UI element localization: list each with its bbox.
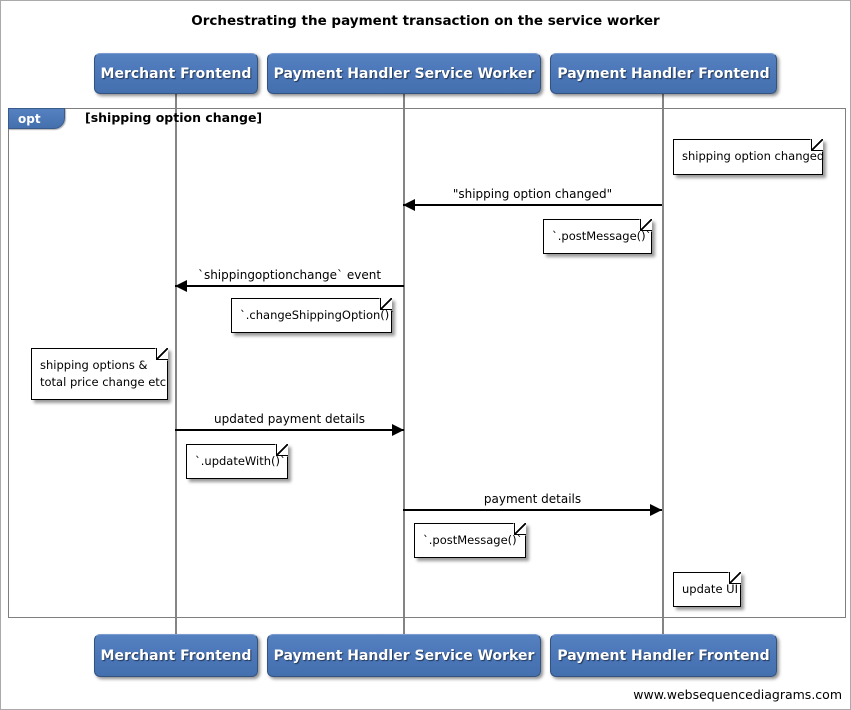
actor-label: Merchant Frontend [100, 647, 252, 664]
lifeline-service-worker [403, 94, 405, 634]
arrowhead-left-icon [175, 280, 187, 292]
note-changeshippingoption: `.changeShippingOption()` [231, 298, 395, 333]
note-postmessage-1: `.postMessage()` [543, 219, 652, 254]
arrowhead-right-icon [650, 504, 662, 516]
message-label: "shipping option changed" [452, 187, 613, 201]
note-postmessage-2: `.postMessage()` [414, 523, 526, 558]
message-payment-details: payment details [403, 491, 662, 516]
opt-operator-tag: opt [8, 108, 65, 129]
watermark: www.websequencediagrams.com [633, 687, 842, 702]
note-text: shipping option changed [682, 149, 825, 164]
arrow-line [175, 424, 404, 436]
opt-operator-label: opt [18, 111, 41, 126]
diagram-title: Orchestrating the payment transaction on… [191, 13, 660, 29]
note-text: update UI [682, 581, 738, 596]
arrow-line [403, 504, 662, 516]
actor-box-frontend-top: Payment Handler Frontend [550, 53, 777, 94]
message-updated-payment-details: updated payment details [175, 411, 404, 436]
note-text: `.updateWith()` [195, 453, 286, 468]
note-text-line1: shipping options & [40, 357, 148, 372]
actor-label: Payment Handler Frontend [557, 65, 770, 82]
actor-label: Payment Handler Service Worker [273, 65, 535, 82]
actor-label: Payment Handler Service Worker [273, 647, 535, 664]
actor-label: Payment Handler Frontend [557, 647, 770, 664]
note-shipping-option-changed: shipping option changed [673, 139, 825, 175]
opt-fragment-frame [8, 108, 846, 618]
actor-box-frontend-bottom: Payment Handler Frontend [550, 634, 777, 677]
actor-box-service-worker-bottom: Payment Handler Service Worker [267, 634, 541, 677]
arrowhead-left-icon [403, 199, 415, 211]
message-label: updated payment details [214, 412, 365, 426]
note-text: `.postMessage()` [552, 228, 652, 243]
lifeline-merchant [175, 94, 177, 634]
arrow-line [403, 199, 662, 211]
arrow-line [175, 280, 404, 292]
message-shipping-option-changed: "shipping option changed" [403, 186, 662, 211]
actor-box-merchant-bottom: Merchant Frontend [94, 634, 258, 677]
actor-box-merchant-top: Merchant Frontend [94, 53, 258, 94]
note-update-ui: update UI [673, 572, 741, 607]
actor-label: Merchant Frontend [100, 65, 252, 82]
note-updatewith: `.updateWith()` [186, 444, 288, 479]
message-label: payment details [483, 492, 582, 506]
message-shippingoptionchange-event: `shippingoptionchange` event [175, 267, 404, 292]
note-text-line2: total price change etc [40, 375, 167, 389]
note-text: `.postMessage()` [423, 532, 523, 547]
opt-guard-label: [shipping option change] [85, 110, 263, 125]
message-label: `shippingoptionchange` event [197, 268, 382, 282]
lifeline-frontend [662, 94, 664, 634]
note-shipping-options-total-price: shipping options & total price change et… [31, 348, 168, 400]
note-text: `.changeShippingOption()` [240, 307, 395, 322]
arrowhead-right-icon [392, 424, 404, 436]
actor-box-service-worker-top: Payment Handler Service Worker [267, 53, 541, 94]
